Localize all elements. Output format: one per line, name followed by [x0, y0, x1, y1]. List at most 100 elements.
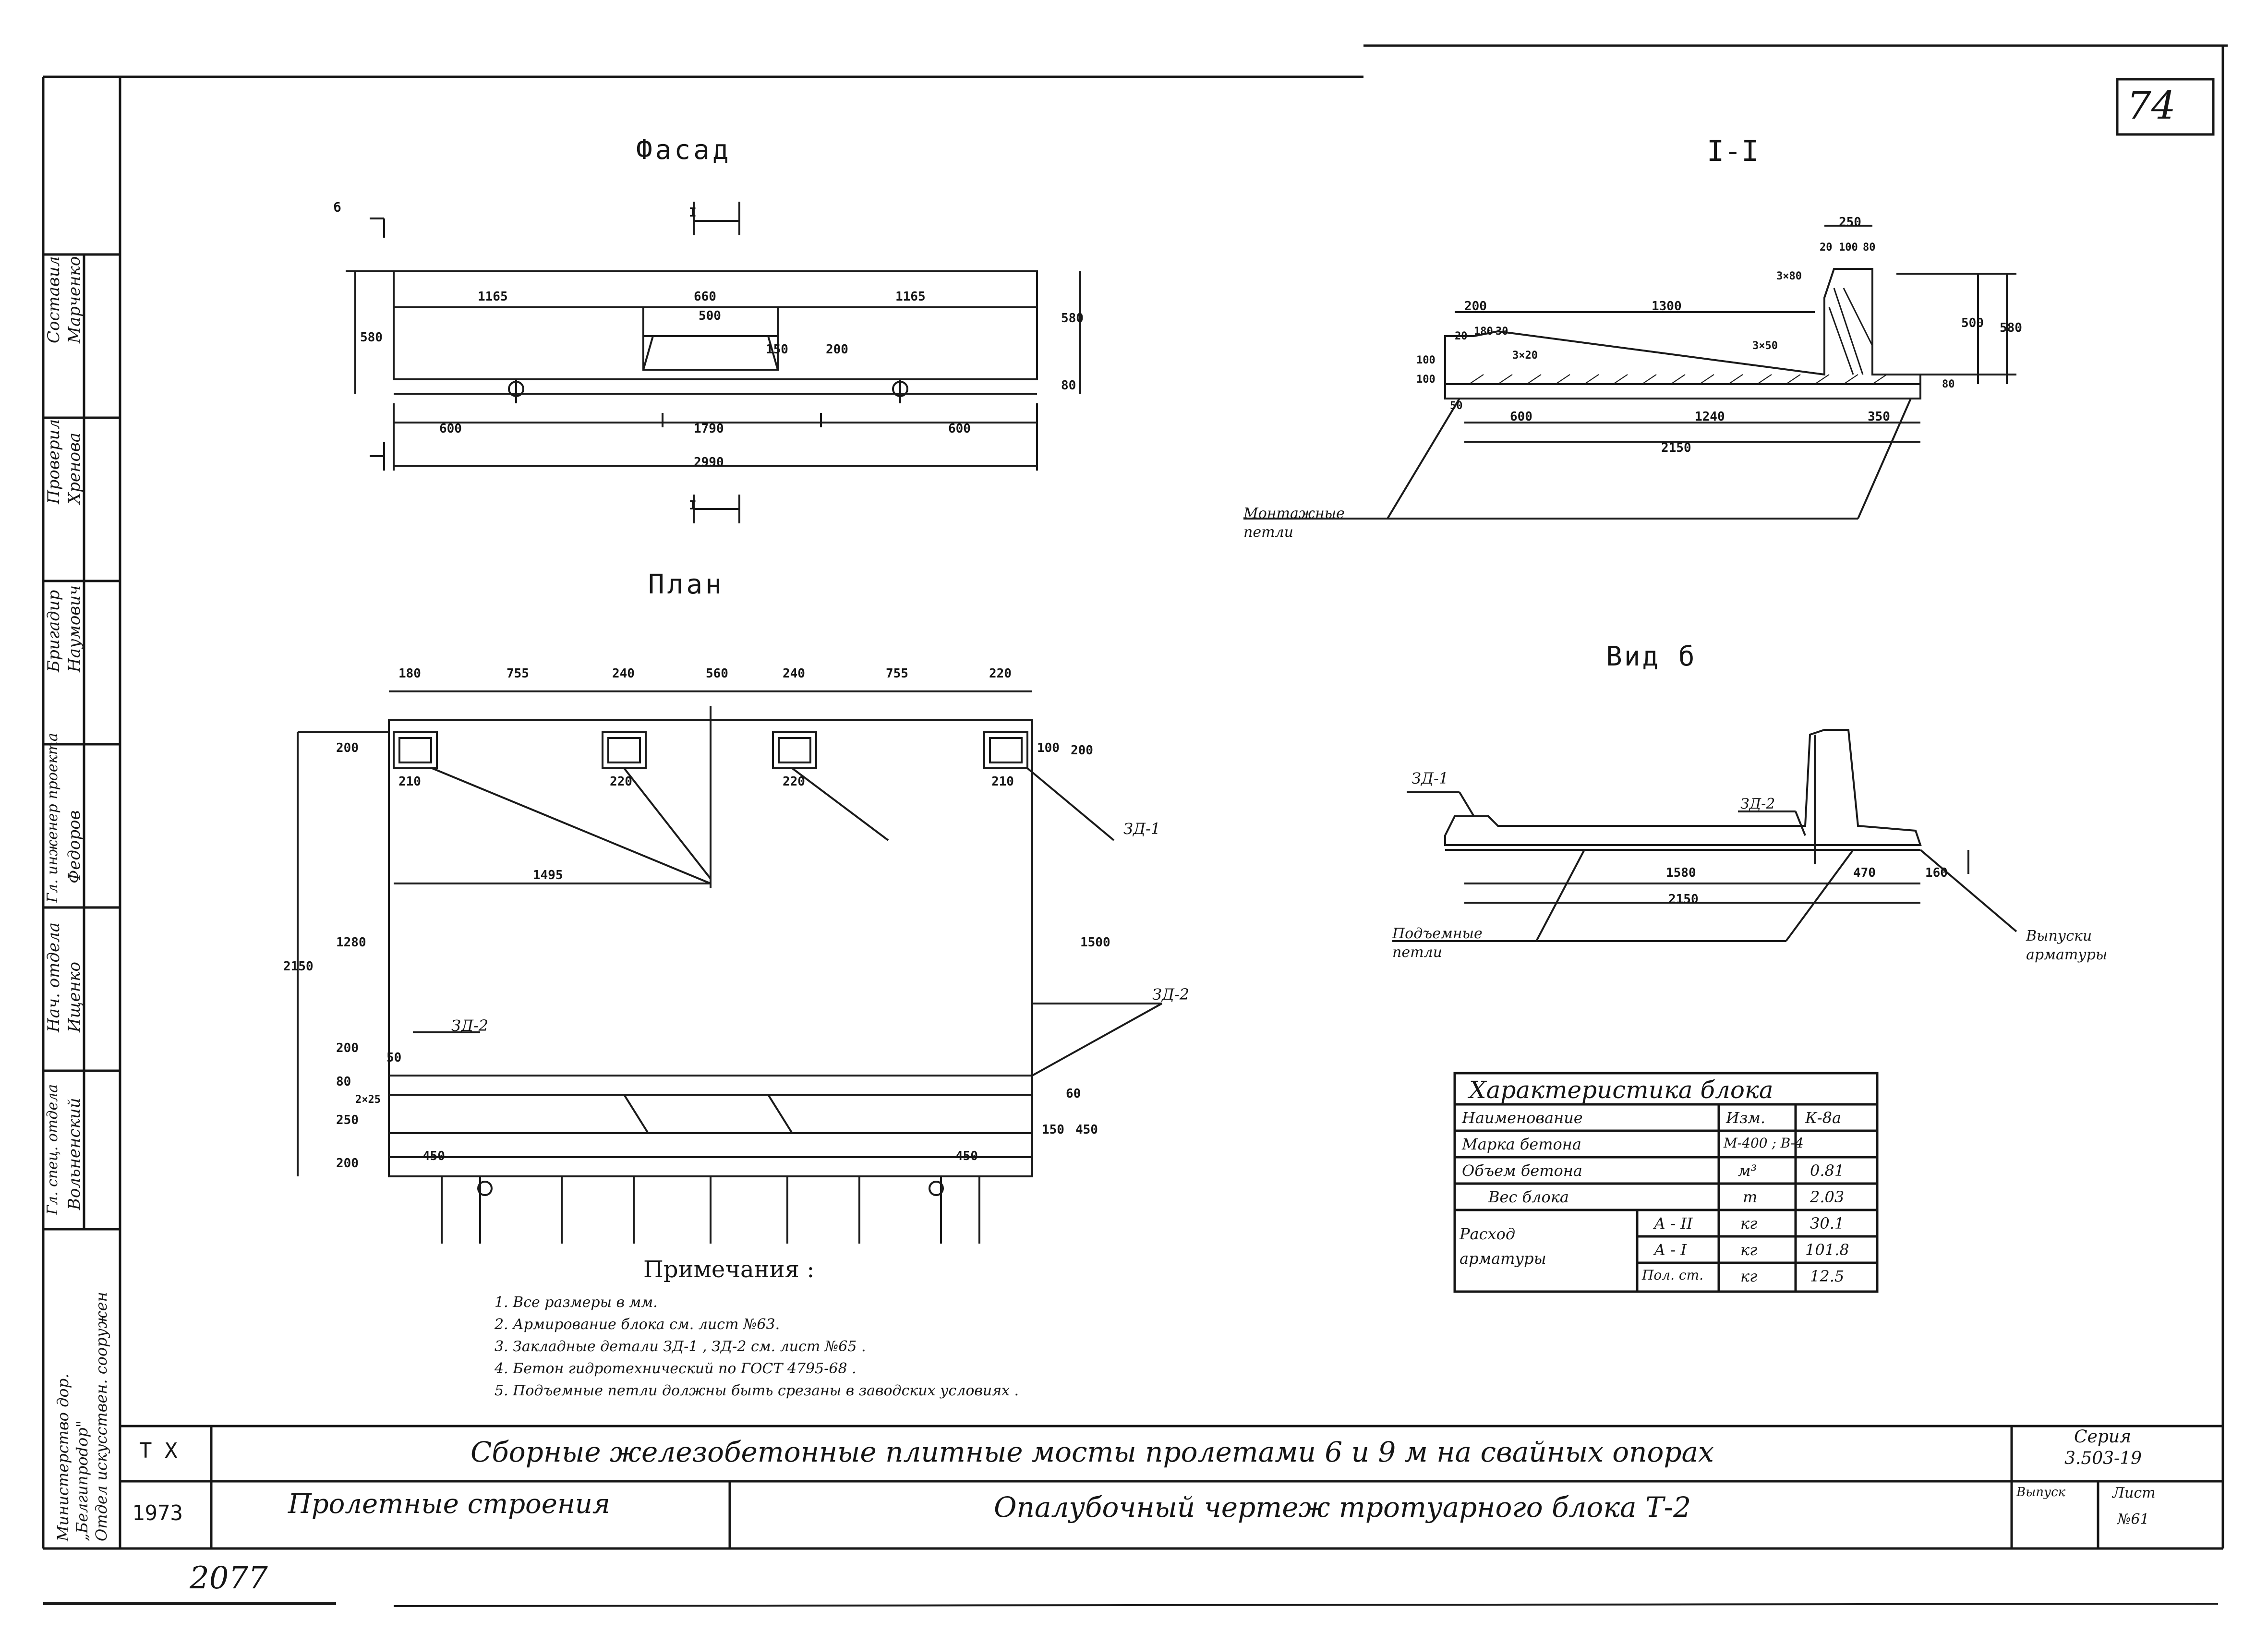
- plan-top-dim-4: 560: [706, 666, 728, 681]
- plan-pocket-height-left: 200: [336, 741, 359, 755]
- facade-dim-bot-mid: 1790: [694, 422, 724, 436]
- plan-small-mark: 2×25: [355, 1094, 381, 1106]
- plan-top-dim-5: 240: [783, 666, 805, 681]
- section-dim-mid-1300: 1300: [1652, 299, 1682, 314]
- char-row-2-unit: М-400 ; В-4: [1724, 1135, 1804, 1151]
- facade-dim-small-a: 150: [766, 342, 788, 357]
- plan-top-dim-3: 240: [612, 666, 635, 681]
- plan-total-vert: 2150: [283, 959, 314, 974]
- section-dim-top-part-3: 80: [1863, 242, 1876, 254]
- title-block-code: Т Х: [139, 1439, 178, 1463]
- facade-view-marker: б: [334, 201, 341, 215]
- section-dim-small-180: 180: [1474, 326, 1493, 338]
- title-block-sheet-value: №61: [2117, 1511, 2149, 1528]
- char-rebar-1-unit: кг: [1740, 1214, 1758, 1233]
- plan-left-vert: 1280: [336, 935, 366, 950]
- char-row-2-name: Марка бетона: [1462, 1135, 1581, 1153]
- section-dim-top-part-1: 20: [1820, 242, 1833, 254]
- plan-left-small-3: 250: [336, 1113, 359, 1127]
- note-5: 5. Подъемные петли должны быть срезаны в…: [495, 1382, 1019, 1399]
- section-dim-h100b: 100: [1416, 374, 1436, 386]
- title-block-series-label: Серия: [2074, 1427, 2131, 1447]
- signature-name-4: Федоров: [65, 810, 84, 883]
- plan-bot-right: 450: [955, 1149, 978, 1163]
- section-dim-b1240: 1240: [1695, 410, 1725, 424]
- facade-dim-small-b: 200: [826, 342, 848, 357]
- plan-top-dim-2: 755: [507, 666, 529, 681]
- section-dim-top-part-2: 100: [1839, 242, 1858, 254]
- plan-pocket-width-2: 220: [610, 774, 632, 789]
- section-dim-r20: 3×20: [1512, 350, 1538, 362]
- char-row-4-name: Вес блока: [1488, 1188, 1569, 1206]
- plan-label-zd2-right: ЗД-2: [1152, 985, 1190, 1004]
- plan-pocket-inner: 100: [1037, 741, 1060, 755]
- note-2: 2. Армирование блока см. лист №63.: [495, 1316, 780, 1333]
- section-dim-b50: 50: [1450, 400, 1463, 412]
- facade-dim-total: 2990: [694, 455, 724, 470]
- section-dim-b600: 600: [1510, 410, 1532, 424]
- char-rebar-2-type: А - I: [1654, 1241, 1687, 1259]
- signature-name-1: Марченко: [65, 256, 84, 343]
- char-rebar-1-value: 30.1: [1810, 1214, 1845, 1233]
- char-row-3-name: Объем бетона: [1462, 1161, 1582, 1180]
- char-row-3-unit: м³: [1738, 1161, 1757, 1180]
- section-dim-h80: 80: [1942, 378, 1955, 390]
- plan-top-dim-1: 180: [398, 666, 421, 681]
- note-3: 3. Закладные детали ЗД-1 , ЗД-2 см. лист…: [495, 1338, 866, 1355]
- plan-top-dim-7: 220: [989, 666, 1012, 681]
- char-rebar-2-value: 101.8: [1805, 1241, 1849, 1259]
- char-rebar-3-type: Пол. ст.: [1642, 1267, 1704, 1283]
- section-dim-h580: 580: [2000, 321, 2022, 335]
- title-block-issue-label: Выпуск: [2016, 1485, 2066, 1500]
- plan-right-small-2: 150: [1042, 1123, 1064, 1137]
- org-line-2: „Белгипроdор": [73, 1420, 91, 1542]
- signature-name-6: Вольненский: [65, 1098, 84, 1210]
- section-dim-b350: 350: [1868, 410, 1890, 424]
- signature-role-4: Гл. инженер проекта: [44, 733, 61, 903]
- plan-part-50: 50: [386, 1051, 402, 1065]
- plan-pocket-width-4: 210: [991, 774, 1014, 789]
- signature-role-6: Гл. спец. отдела: [44, 1084, 61, 1215]
- title-block-drawing-title: Опалубочный чертеж тротуарного блока Т-2: [994, 1491, 1691, 1524]
- section-dim-small-20: 20: [1455, 330, 1468, 342]
- char-row-1-unit: Изм.: [1726, 1109, 1766, 1127]
- view-b-callout-left: Подъемные петли: [1392, 925, 1483, 961]
- signature-role-5: Нач. отдела: [44, 922, 63, 1032]
- facade-dim-left-seg: 1165: [478, 290, 508, 304]
- org-line-3: Министерство дор.: [54, 1373, 72, 1541]
- char-rebar-label: Расход арматуры: [1460, 1225, 1546, 1268]
- char-row-4-unit: т: [1743, 1188, 1758, 1206]
- section-dim-r50: 3×50: [1752, 340, 1778, 352]
- signature-role-3: Бригадир: [44, 590, 63, 672]
- plan-pocket-height: 200: [1071, 743, 1093, 758]
- title-block-series-value: 3.503-19: [2064, 1449, 2142, 1468]
- char-rebar-1-type: А - II: [1654, 1214, 1693, 1233]
- notes-block: Примечания : 1. Все размеры в мм. 2. Арм…: [495, 1258, 1019, 1398]
- plan-left-small-4: 200: [336, 1156, 359, 1171]
- view-b-label-zd1: ЗД-1: [1411, 769, 1449, 787]
- facade-dim-foot-right: 80: [1061, 378, 1076, 393]
- char-row-1-name: Наименование: [1462, 1109, 1583, 1127]
- char-rebar-3-value: 12.5: [1810, 1267, 1845, 1285]
- plan-center-dim: 1495: [533, 868, 563, 883]
- facade-dim-opening: 500: [699, 309, 721, 323]
- plan-bot-left: 450: [422, 1149, 445, 1163]
- signature-role-1: Составил: [44, 256, 63, 343]
- char-row-3-value: 0.81: [1810, 1161, 1845, 1180]
- plan-pocket-width-1: 210: [398, 774, 421, 789]
- section-dim-b2150: 2150: [1661, 441, 1691, 455]
- section-dim-h100a: 100: [1416, 354, 1436, 366]
- char-title: Характеристика блока: [1469, 1076, 1773, 1104]
- view-b-label-zd2: ЗД-2: [1740, 796, 1775, 812]
- title-block-sheet-label: Лист: [2112, 1485, 2156, 1501]
- char-row-1-value: К-8а: [1805, 1109, 1842, 1127]
- facade-section-marker-top: I: [689, 206, 697, 220]
- plan-top-dim-6: 755: [886, 666, 908, 681]
- plan-right-vert: 1500: [1080, 935, 1110, 950]
- section-dim-chamfer: 3×80: [1776, 270, 1802, 282]
- signature-name-3: Наумович: [65, 585, 84, 672]
- notes-heading: Примечания :: [643, 1256, 815, 1283]
- section-dim-h500: 500: [1961, 316, 1984, 330]
- char-row-4-value: 2.03: [1810, 1188, 1845, 1206]
